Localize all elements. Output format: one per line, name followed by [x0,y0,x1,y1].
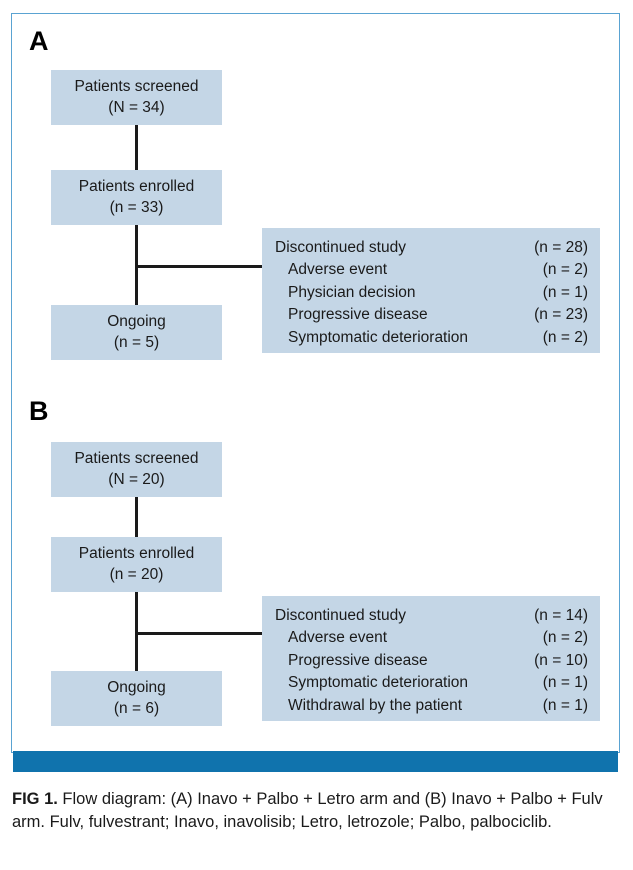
reason-count: (n = 23) [534,306,588,324]
discontinued-row: Adverse event (n = 2) [275,259,588,281]
discontinued-row: Discontinued study (n = 28) [275,237,588,259]
panel-label-b: B [29,396,49,426]
reason-label: Adverse event [288,261,388,279]
panel-b-connector-to-discontinued [135,632,262,635]
box-label-line2: (n = 6) [113,699,160,717]
box-label-line2: (N = 34) [108,98,165,116]
box-label-line1: Ongoing [107,313,166,331]
panel-a-box-patients-screened: Patients screened (N = 34) [51,70,222,125]
discontinued-row: Withdrawal by the patient (n = 1) [275,695,588,717]
reason-label: Discontinued study [275,239,406,256]
box-label-line1: Patients screened [74,450,199,468]
panel-b-discontinued-box: Discontinued study (n = 14) Adverse even… [262,596,600,721]
box-label-line2: (N = 20) [108,470,165,488]
panel-b-box-ongoing: Ongoing (n = 6) [51,671,222,726]
reason-count: (n = 1) [542,674,588,692]
discontinued-row: Adverse event (n = 2) [275,627,588,649]
reason-label: Progressive disease [288,651,428,669]
reason-label: Adverse event [288,629,388,647]
reason-count: (n = 10) [534,651,588,669]
discontinued-row: Progressive disease (n = 23) [275,304,588,326]
box-label-line1: Patients enrolled [78,545,195,563]
reason-count: (n = 14) [534,607,588,624]
reason-count: (n = 1) [542,696,588,714]
reason-label: Progressive disease [288,306,428,324]
panel-a-discontinued-box: Discontinued study (n = 28) Adverse even… [262,228,600,353]
figure-number: FIG 1. [12,790,58,808]
reason-label: Discontinued study [275,607,406,624]
figure-accent-bar [13,751,618,772]
discontinued-row: Physician decision (n = 1) [275,282,588,304]
discontinued-row: Progressive disease (n = 10) [275,650,588,672]
figure-caption-text: Flow diagram: (A) Inavo + Palbo + Letro … [12,790,603,832]
box-label-line2: (n = 33) [109,198,164,216]
discontinued-row: Symptomatic deterioration (n = 1) [275,672,588,694]
panel-b-box-patients-screened: Patients screened (N = 20) [51,442,222,497]
box-label-line1: Patients enrolled [78,178,195,196]
reason-label: Symptomatic deterioration [288,328,469,346]
reason-label: Symptomatic deterioration [288,674,469,692]
reason-count: (n = 2) [542,261,588,279]
reason-count: (n = 2) [542,328,588,346]
box-label-line1: Ongoing [107,679,166,697]
discontinued-row: Symptomatic deterioration (n = 2) [275,327,588,349]
panel-b-connector-screened-to-enrolled [135,497,138,540]
reason-count: (n = 2) [542,629,588,647]
box-label-line2: (n = 20) [109,565,164,583]
figure-caption: FIG 1. Flow diagram: (A) Inavo + Palbo +… [12,788,622,835]
panel-a-box-patients-enrolled: Patients enrolled (n = 33) [51,170,222,225]
discontinued-row: Discontinued study (n = 14) [275,605,588,627]
reason-label: Withdrawal by the patient [288,696,463,714]
panel-a-box-ongoing: Ongoing (n = 5) [51,305,222,360]
box-label-line1: Patients screened [74,78,199,96]
reason-count: (n = 1) [542,283,588,301]
reason-count: (n = 28) [534,239,588,256]
reason-label: Physician decision [288,283,416,301]
panel-a-connector-screened-to-enrolled [135,125,138,170]
panel-b-box-patients-enrolled: Patients enrolled (n = 20) [51,537,222,592]
box-label-line2: (n = 5) [113,333,160,351]
panel-label-a: A [29,26,49,56]
panel-a-connector-to-discontinued [135,265,262,268]
